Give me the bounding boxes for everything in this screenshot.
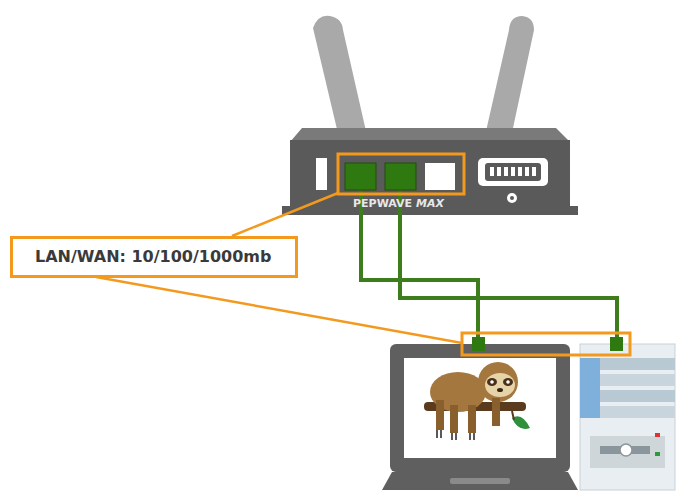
highlight-box (338, 154, 464, 194)
ethernet-port (385, 163, 416, 190)
ethernet-cable (361, 188, 617, 340)
brand-label: MAX (416, 198, 444, 209)
sloth-logo (424, 362, 530, 440)
server-tower (580, 344, 675, 490)
brand-label: PEPWAVE (353, 198, 412, 209)
callout-text: LAN/WAN: 10/100/1000mb (35, 247, 295, 266)
router-body (282, 128, 578, 215)
ethernet-port (472, 337, 485, 351)
highlight-box (462, 333, 630, 355)
laptop (382, 344, 578, 490)
ethernet-port (345, 163, 376, 190)
ethernet-port (610, 337, 623, 351)
antenna (313, 16, 534, 142)
callout-box: LAN/WAN: 10/100/1000mb (10, 236, 298, 278)
